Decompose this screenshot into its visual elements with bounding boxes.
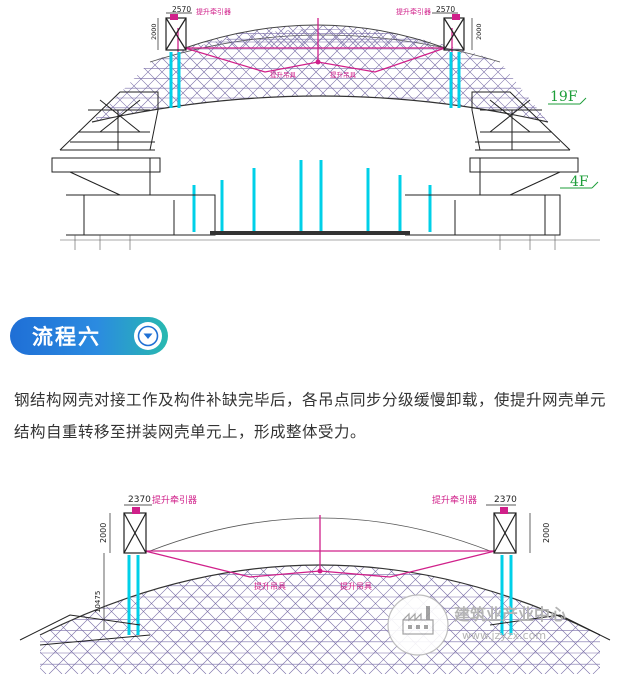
dim-width-left: 2370 — [128, 495, 151, 505]
lift-rigging — [144, 515, 496, 578]
step-description: 钢结构网壳对接工作及构件补缺完毕后，各吊点同步分级缓慢卸载，使提升网壳单元结构自… — [14, 391, 607, 441]
dim-height-left: 2000 — [150, 23, 158, 40]
dome-lift-elevation-drawing-top: 2570 2570 2000 2000 提升牵引器 提升牵引器 提升吊具 提升吊… — [51, 5, 600, 250]
factory-icon — [402, 606, 434, 635]
lift-columns — [169, 52, 461, 232]
dim-width-left: 2570 — [172, 5, 191, 14]
equipment-label-left: 提升牵引器 — [196, 7, 231, 16]
step-title: 流程六 — [32, 325, 101, 349]
center-label-right: 提升吊具 — [330, 70, 357, 79]
dome-lattice — [40, 565, 600, 674]
dim-width-right: 2570 — [436, 5, 455, 14]
dim-height-right: 2000 — [475, 23, 483, 40]
right-support-structure — [405, 91, 579, 236]
center-label-left: 提升吊具 — [270, 70, 297, 79]
watermark — [387, 594, 449, 656]
step-banner: 流程六 — [10, 317, 168, 355]
lower-structure — [19, 614, 611, 646]
watermark-url: www.jzyzx.com — [462, 629, 546, 642]
chevron-down-circle-icon[interactable] — [134, 322, 162, 350]
dim-width-right: 2370 — [494, 495, 517, 505]
ground-hatch — [60, 235, 600, 250]
dim-height-left: 2000 — [99, 523, 108, 543]
floor-slab — [210, 231, 410, 235]
dim-height-right: 2000 — [542, 523, 551, 543]
dimension-lines — [157, 12, 473, 50]
left-support-structure — [51, 91, 216, 236]
equipment-label-right: 提升牵引器 — [396, 7, 431, 16]
equipment-label-right: 提升牵引器 — [432, 495, 477, 506]
equipment-label-left: 提升牵引器 — [152, 495, 197, 506]
floor-markers — [548, 97, 599, 189]
dome-lift-elevation-drawing-bottom: 2370 2370 2000 2000 10475 提升牵引器 提升牵引器 提升… — [19, 495, 611, 674]
watermark-brand: 建筑业产业中心 — [454, 605, 566, 624]
center-label-left: 提升吊具 — [254, 581, 286, 591]
floor-label-upper: 19F — [550, 89, 578, 105]
floor-label-lower: 4F — [570, 174, 589, 190]
dim-side: 10475 — [94, 591, 102, 613]
center-label-right: 提升吊具 — [340, 581, 372, 591]
dimension-lines — [103, 504, 531, 630]
